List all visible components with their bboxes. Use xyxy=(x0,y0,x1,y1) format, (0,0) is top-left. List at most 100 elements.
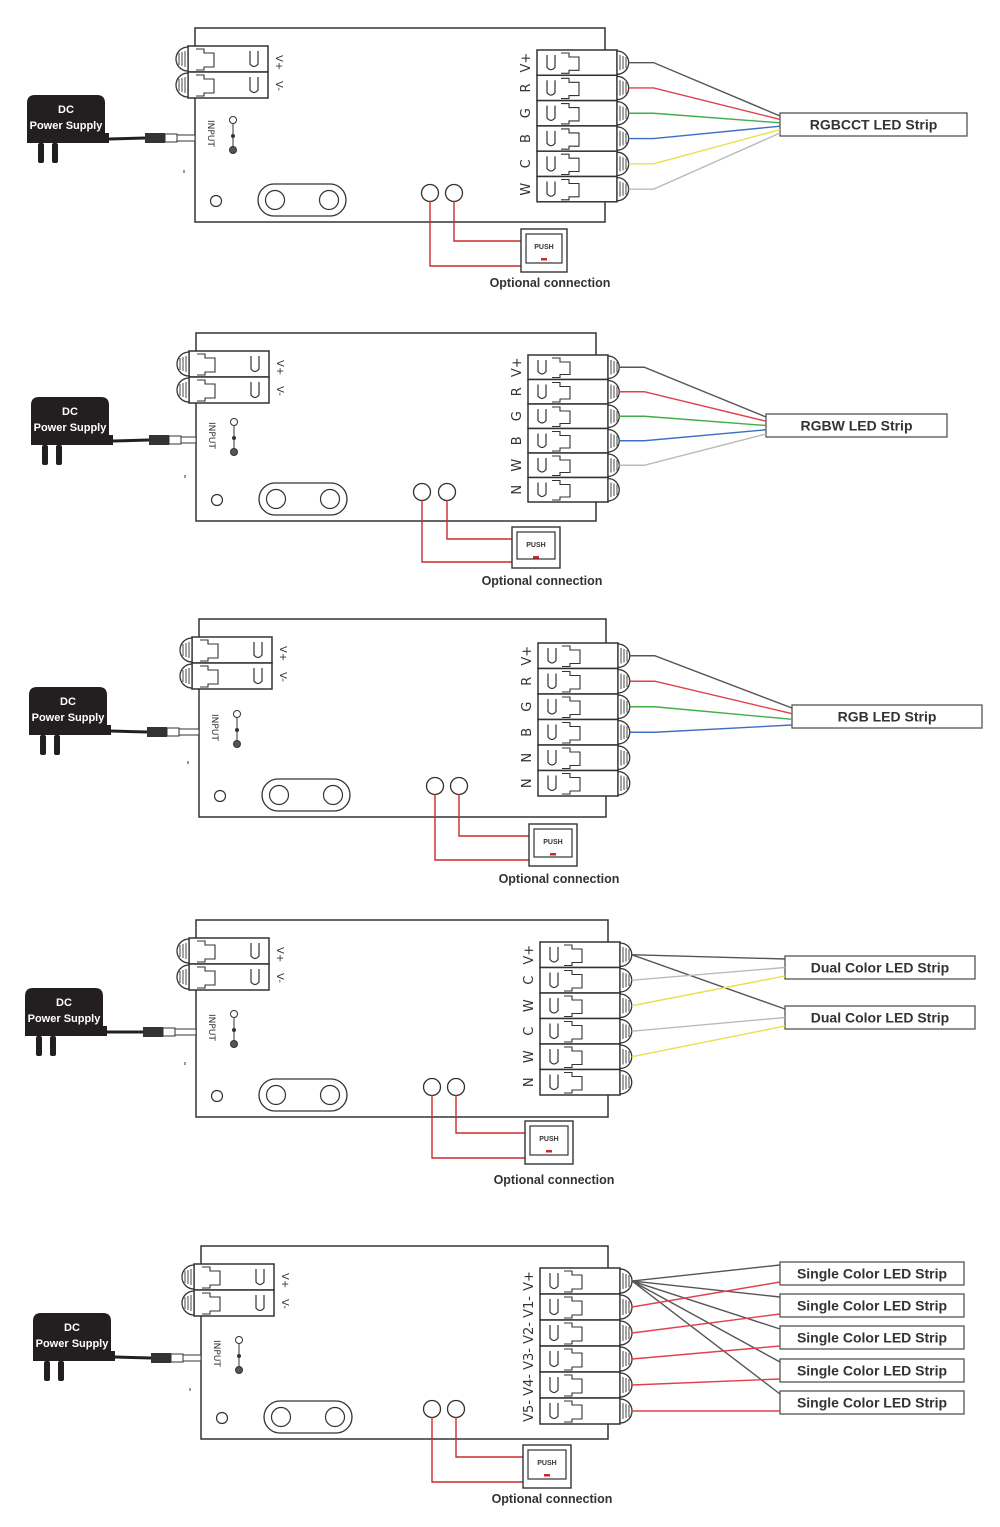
output-terminal-label: W xyxy=(510,459,525,472)
power-cable xyxy=(110,729,148,734)
wire-black xyxy=(631,1280,781,1330)
polarity-symbol-icon xyxy=(230,1010,238,1048)
push-button-terminal xyxy=(437,482,457,502)
wire-green xyxy=(629,706,793,721)
terminal-slot xyxy=(537,360,547,375)
wire-yellow xyxy=(628,128,781,165)
screw-terminal xyxy=(539,992,633,1020)
terminal-clamp xyxy=(196,48,215,71)
terminal-clamp xyxy=(200,639,219,662)
terminal-block xyxy=(188,350,270,378)
terminal-slot xyxy=(547,750,557,766)
led-strip-label: Single Color LED Strip xyxy=(797,1363,947,1379)
terminal-block xyxy=(527,476,609,503)
input-terminal-label: V- xyxy=(277,672,288,682)
barrel-plug-body xyxy=(164,133,178,143)
screw-terminal xyxy=(175,45,269,73)
plug-prong xyxy=(50,1036,56,1056)
push-button-terminal xyxy=(422,1077,442,1097)
terminal-slot xyxy=(255,1269,265,1286)
terminal-block xyxy=(527,378,609,405)
terminal-clamp xyxy=(564,1071,583,1094)
power-cable xyxy=(108,136,146,141)
output-terminal-label: B xyxy=(520,728,535,737)
terminal-slot xyxy=(537,482,547,498)
output-terminal-label: R xyxy=(519,83,534,92)
push-wire xyxy=(455,1417,523,1458)
terminal-slot xyxy=(549,1273,559,1290)
barrel-plug-grip xyxy=(151,1353,171,1363)
push-button-label: PUSH xyxy=(539,1136,558,1143)
led-strip-box xyxy=(779,1293,965,1318)
terminal-slot xyxy=(546,130,556,147)
power-cable xyxy=(114,1355,152,1360)
wire-blue xyxy=(628,125,781,140)
wires xyxy=(631,954,786,1058)
screw-terminal xyxy=(539,1293,633,1321)
screw-terminal xyxy=(536,125,630,152)
power-supply-label: Power Supply xyxy=(36,1338,110,1350)
terminal-block xyxy=(539,941,621,969)
power-supply-body xyxy=(27,95,109,143)
push-indicator-led xyxy=(533,556,539,559)
push-wire xyxy=(434,794,529,861)
push-wire xyxy=(421,500,512,563)
terminal-clamp xyxy=(564,1322,583,1345)
wire-green xyxy=(619,415,767,427)
barrel-plug-tip xyxy=(174,1028,197,1036)
terminal-block xyxy=(539,1371,621,1399)
output-terminal-label: W xyxy=(522,1050,537,1063)
terminal-slot xyxy=(547,775,557,792)
terminal-clamp xyxy=(197,353,216,376)
terminal-slot xyxy=(250,382,260,399)
terminal-clamp xyxy=(197,940,216,963)
screw-terminal xyxy=(181,1289,275,1317)
output-terminal-label: V+ xyxy=(510,357,525,377)
terminal-block xyxy=(191,662,273,690)
terminal-block xyxy=(536,99,618,127)
terminal-clamp xyxy=(197,966,216,989)
terminal-block xyxy=(187,71,269,99)
barrel-plug-tip xyxy=(182,1354,202,1362)
push-button-face xyxy=(533,828,573,858)
push-wire xyxy=(431,1095,525,1159)
mounting-slot-hole xyxy=(270,1406,292,1428)
plus-circle-icon xyxy=(229,116,237,124)
screw-terminal xyxy=(539,1043,633,1071)
optional-connection-label: Optional connection xyxy=(492,1492,613,1506)
power-supply-label: Power Supply xyxy=(30,120,104,132)
terminal-clamp xyxy=(561,77,580,100)
push-button-terminal xyxy=(444,183,464,203)
terminal-slot xyxy=(537,433,547,449)
screw-terminal xyxy=(179,636,273,664)
polarity-symbol-icon xyxy=(235,1336,243,1374)
led-strip-box xyxy=(779,1358,965,1383)
wire-white xyxy=(631,966,786,981)
screw-terminal xyxy=(539,1267,633,1295)
output-terminal-label: B xyxy=(519,134,534,143)
plug-prong xyxy=(56,445,62,465)
push-button-terminal xyxy=(420,183,440,203)
polarity-symbol-icon xyxy=(230,418,238,456)
plug-prong xyxy=(44,1361,50,1381)
output-terminal-label: G xyxy=(520,702,535,712)
power-supply-label: Power Supply xyxy=(34,422,108,434)
screw-terminal xyxy=(537,667,631,695)
push-wire xyxy=(458,794,529,837)
power-cable xyxy=(112,438,150,443)
screw-terminal xyxy=(539,1397,633,1425)
wire-black xyxy=(619,366,767,418)
output-terminal-label: G xyxy=(510,411,525,421)
wire-black xyxy=(631,954,786,1010)
input-terminals: V+V- xyxy=(181,1263,290,1317)
wires xyxy=(631,1264,781,1412)
input-terminal-label: V- xyxy=(279,1299,290,1309)
screw-terminal xyxy=(527,403,620,430)
wires xyxy=(629,655,793,733)
terminal-block xyxy=(536,125,618,152)
